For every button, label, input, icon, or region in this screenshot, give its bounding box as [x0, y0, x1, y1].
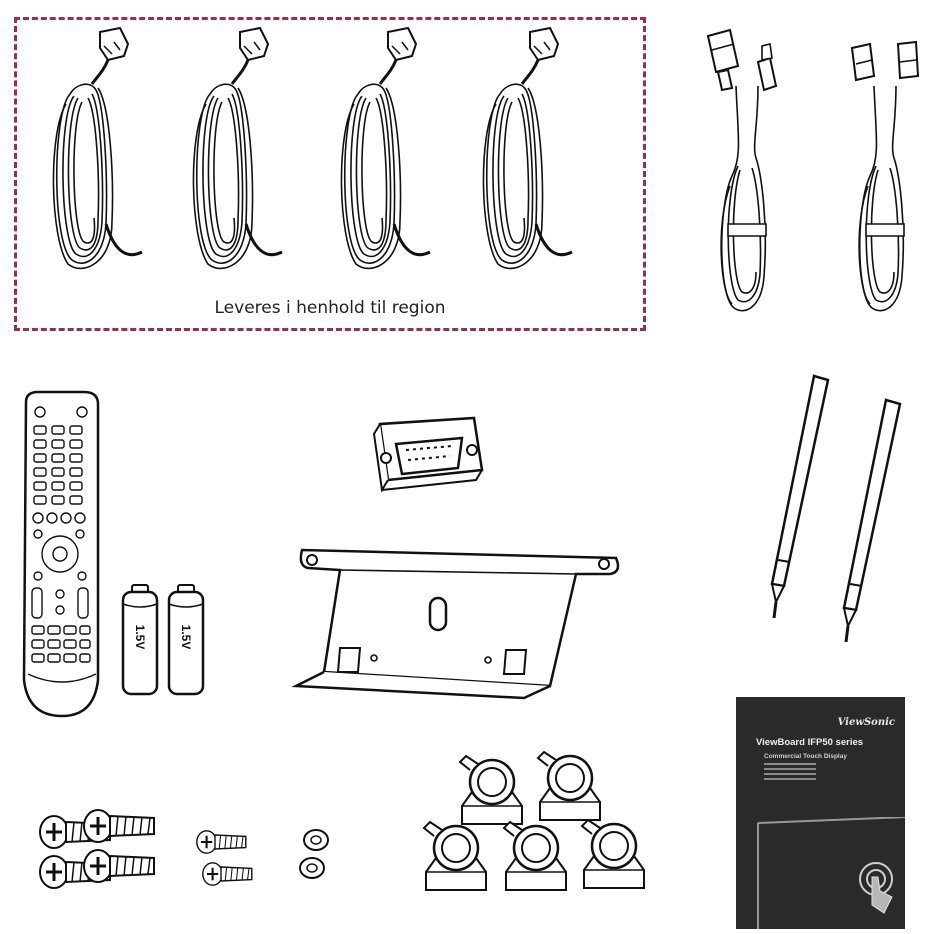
battery-voltage-label: 1.5V — [133, 624, 147, 650]
remote-control-icon — [18, 390, 104, 720]
stylus-pen-icon — [810, 396, 910, 648]
power-cord-icon — [182, 24, 312, 274]
mounting-bracket-icon — [291, 540, 628, 700]
region-note: Leveres i henhold til region — [214, 298, 446, 318]
screw-icon — [80, 846, 160, 886]
manual-brand: ViewSonic — [837, 717, 895, 728]
spacer-nut-icon — [296, 828, 336, 884]
usb-cable-icon — [696, 26, 806, 316]
manual-subtitle: Commercial Touch Display — [764, 753, 847, 760]
cable-clip-icon — [420, 818, 490, 898]
aa-battery-icon: 1.5V — [120, 584, 160, 696]
manual-title: ViewBoard IFP50 series — [756, 737, 864, 748]
screw-icon — [194, 828, 250, 856]
screw-icon — [80, 806, 160, 846]
hdmi-cable-icon — [842, 36, 934, 316]
manual-text-lines — [764, 763, 816, 783]
stylus-pen-icon — [738, 372, 838, 624]
cable-clip-icon — [500, 818, 570, 898]
battery-voltage-label: 1.5V — [179, 624, 193, 650]
power-cord-icon — [472, 24, 602, 274]
screw-icon — [200, 860, 256, 888]
region-power-cord-group: Leveres i henhold til region — [14, 17, 646, 331]
rs232-adapter-icon — [366, 410, 496, 510]
aa-battery-icon: 1.5V — [166, 584, 206, 696]
quick-start-guide-icon: ViewSonic ViewBoard IFP50 series Commerc… — [736, 697, 905, 929]
cable-clip-icon — [578, 816, 648, 896]
power-cord-icon — [42, 24, 172, 274]
power-cord-icon — [330, 24, 460, 274]
